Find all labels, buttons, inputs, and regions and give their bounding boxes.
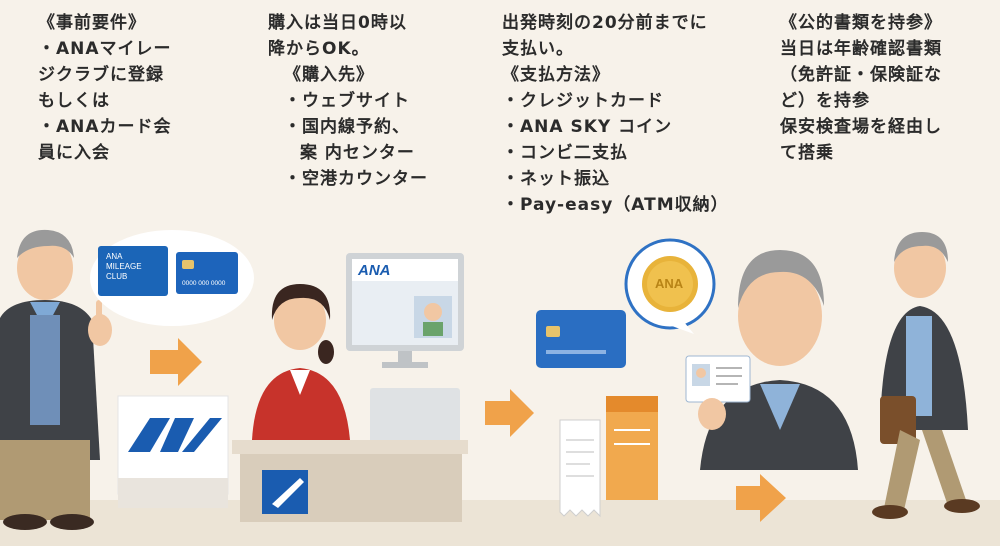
arrow-1 xyxy=(150,338,202,386)
arrow-2 xyxy=(485,389,534,437)
purchase-timing-line: 降からOK。 xyxy=(268,39,370,59)
payment-item: ・Pay-easy（ATM収納） xyxy=(502,195,729,215)
documents-line: て搭乗 xyxy=(780,143,834,163)
column-documents: 《公的書類を持参》 当日は年齢確認書類 （免許証・保険証な ど）を持参 保安検査… xyxy=(780,10,990,166)
purchase-timing-line: 購入は当日0時以 xyxy=(268,13,407,33)
documents-heading: 《公的書類を持参》 xyxy=(780,13,942,33)
requirements-line: 員に入会 xyxy=(38,143,110,163)
payment-item: ・ANA SKY コイン xyxy=(502,117,673,137)
coin-label: ANA xyxy=(655,276,684,291)
ana-logo-mark xyxy=(128,418,222,452)
payment-slip xyxy=(606,396,658,500)
payment-item: ・コンビ二支払 xyxy=(502,143,628,163)
purchase-item: ・国内線予約、 xyxy=(284,117,410,137)
senior-man-pointing xyxy=(0,229,112,530)
column-payment: 出発時刻の20分前までに 支払い。 《支払方法》 ・クレジットカード ・ANA … xyxy=(502,10,742,218)
coin-speech-bubble xyxy=(624,238,716,334)
service-counter xyxy=(232,440,468,522)
purchase-heading: 《購入先》 xyxy=(284,65,374,85)
payment-item: ・クレジットカード xyxy=(502,91,664,111)
ana-card: 0000 000 0000 xyxy=(176,252,238,294)
requirements-heading: 《事前要件》 xyxy=(38,13,146,33)
monitor-ana-logo: ANA xyxy=(358,262,391,279)
column-purchase: 購入は当日0時以 降からOK。 《購入先》 ・ウェブサイト ・国内線予約、 案 … xyxy=(268,10,488,192)
purchase-item: ・空港カウンター xyxy=(284,169,428,189)
arrow-3 xyxy=(736,474,786,522)
senior-man-walking xyxy=(872,232,980,519)
credit-card xyxy=(536,310,626,368)
documents-line: ど）を持参 xyxy=(780,91,870,111)
requirements-line: ・ANAマイレー xyxy=(38,39,172,59)
purchase-item: 案 内センター xyxy=(300,143,415,163)
documents-line: （免許証・保険証な xyxy=(780,65,942,85)
mileage-club-card: ANA MILEAGE CLUB xyxy=(98,246,168,296)
card-line-mileage: MILEAGE xyxy=(106,262,142,271)
column-requirements: 《事前要件》 ・ANAマイレー ジクラブに登録 もしくは ・ANAカード会 員に… xyxy=(38,10,238,166)
purchase-item: ・ウェブサイト xyxy=(284,91,410,111)
documents-line: 保安検査場を経由し xyxy=(780,117,942,137)
card-number: 0000 000 0000 xyxy=(182,280,226,287)
monitor xyxy=(346,253,464,368)
receipt xyxy=(559,419,601,518)
payment-deadline-line: 支払い。 xyxy=(502,39,574,59)
card-line-ana: ANA xyxy=(106,252,123,261)
card-line-club: CLUB xyxy=(106,272,128,281)
card-chip-icon xyxy=(182,260,194,269)
requirements-line: ジクラブに登録 xyxy=(38,65,164,85)
payment-deadline-line: 出発時刻の20分前までに xyxy=(502,13,708,33)
requirements-line: ・ANAカード会 xyxy=(38,117,172,137)
requirements-line: もしくは xyxy=(38,91,110,111)
payment-heading: 《支払方法》 xyxy=(502,65,610,85)
senior-man-with-id xyxy=(685,250,858,470)
documents-line: 当日は年齢確認書類 xyxy=(780,39,942,59)
payment-item: ・ネット振込 xyxy=(502,169,610,189)
staff-woman xyxy=(252,284,350,440)
